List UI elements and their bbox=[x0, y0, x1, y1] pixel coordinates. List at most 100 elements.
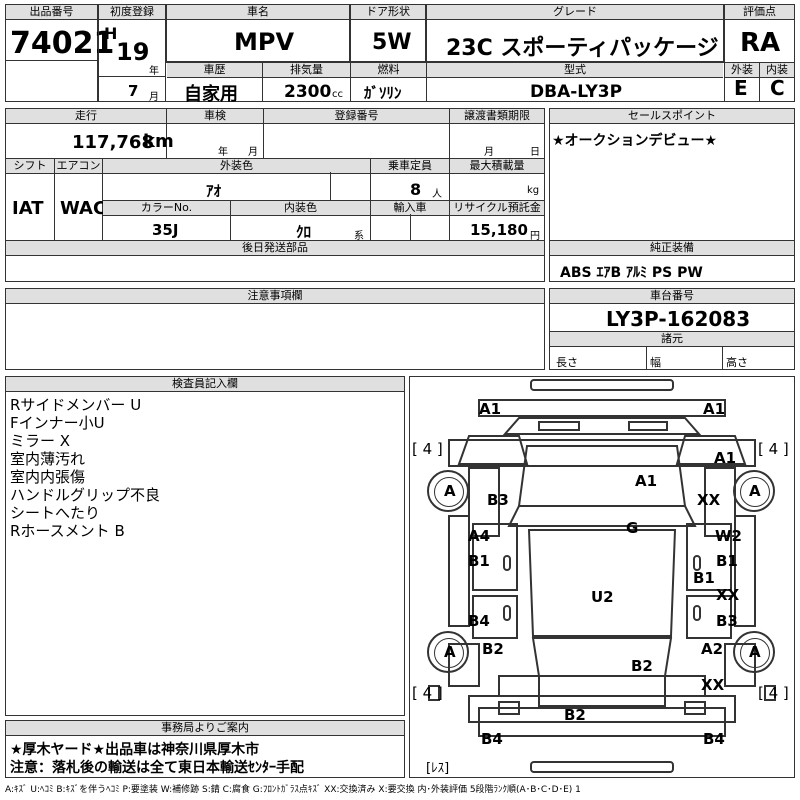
era: H bbox=[104, 24, 118, 43]
inspector-line-3: ミラー X bbox=[10, 432, 71, 450]
mark-b1-l: B1 bbox=[468, 552, 490, 570]
mark-a1-tr: A1 bbox=[703, 400, 726, 418]
inspector-line-2: Fインナー小U bbox=[10, 414, 105, 432]
height-label: 高さ bbox=[726, 356, 748, 369]
mark-a1-hood: A1 bbox=[635, 472, 658, 490]
intcolor-label: 内装色 bbox=[231, 201, 370, 216]
displacement: 2300 bbox=[284, 82, 332, 102]
first-reg-cell bbox=[98, 4, 166, 102]
wheel-fr bbox=[733, 470, 775, 512]
first-reg-label: 初度登録 bbox=[99, 5, 165, 20]
ac-label: エアコン bbox=[55, 159, 102, 174]
lot-label: 出品番号 bbox=[6, 5, 97, 20]
score: RA bbox=[740, 28, 781, 58]
int-grade: C bbox=[770, 76, 785, 100]
inspector-box bbox=[5, 376, 405, 716]
mark-b4-l: B4 bbox=[468, 612, 490, 630]
reg-month: 7 bbox=[128, 82, 139, 100]
caution-box bbox=[5, 288, 545, 370]
colorno-label: カラーNo. bbox=[103, 201, 230, 216]
history-label: 車歴 bbox=[167, 63, 262, 78]
mark-a1-r: A1 bbox=[714, 449, 737, 467]
shift: IAT bbox=[12, 198, 44, 219]
wheel-fl bbox=[427, 470, 469, 512]
inspection-month-unit: 月 bbox=[248, 147, 258, 158]
inspection-year-unit: 年 bbox=[218, 147, 228, 158]
mark-xx-r3: XX bbox=[701, 676, 725, 694]
shift-label: シフト bbox=[6, 159, 54, 174]
office-line-1: ★厚木ヤード★出品車は神奈川県厚木市 bbox=[10, 742, 260, 758]
mark-b2-m: B2 bbox=[631, 657, 653, 675]
wheel-fl-mark: A bbox=[444, 482, 456, 500]
fuel-label: 燃料 bbox=[351, 63, 426, 78]
inspection-label: 車検 bbox=[167, 109, 263, 124]
mark-a4: A4 bbox=[468, 527, 491, 545]
capacity-label: 乗車定員 bbox=[371, 159, 449, 174]
door-type: 5W bbox=[372, 30, 412, 55]
transfer-day-unit: 日 bbox=[530, 147, 540, 158]
capacity-unit: 人 bbox=[432, 189, 442, 200]
mark-b2-l: B2 bbox=[482, 640, 504, 658]
tire-fl: [ 4 ] bbox=[412, 440, 443, 458]
history: 自家用 bbox=[184, 84, 238, 105]
tire-rr: [ 4 ] bbox=[758, 684, 789, 702]
chassis-number: LY3P-162083 bbox=[606, 307, 751, 331]
inspector-line-7: シートへたり bbox=[10, 504, 101, 522]
mark-w2: W2 bbox=[715, 527, 742, 545]
ac: WAC bbox=[60, 198, 107, 219]
wheel-rl-mark: A bbox=[444, 643, 456, 661]
later-label: 後日発送部品 bbox=[6, 241, 544, 256]
mark-b4-br: B4 bbox=[703, 730, 725, 748]
mark-xx-r2: XX bbox=[716, 586, 740, 604]
ext-label: 外装 bbox=[725, 63, 759, 78]
door-cell bbox=[350, 4, 426, 62]
transfer-month-unit: 月 bbox=[484, 147, 494, 158]
mark-a2: A2 bbox=[701, 640, 724, 658]
tire-rl: [ 4 ] bbox=[412, 684, 443, 702]
sales-point: ★オークションデビュー★ bbox=[552, 133, 718, 149]
name-label: 車名 bbox=[167, 5, 349, 20]
mark-b2-bot: B2 bbox=[564, 706, 586, 724]
recycle-label: リサイクル預託金 bbox=[450, 201, 544, 216]
inspector-line-4: 室内薄汚れ bbox=[10, 450, 86, 468]
wheel-fr-mark: A bbox=[749, 482, 761, 500]
caution-label: 注意事項欄 bbox=[6, 289, 544, 304]
mark-g: G bbox=[626, 519, 639, 537]
model: DBA-LY3P bbox=[530, 82, 623, 102]
month-unit: 月 bbox=[149, 92, 159, 103]
sales-label: セールスポイント bbox=[550, 109, 794, 124]
colorno: 35J bbox=[152, 221, 179, 239]
intcolor-unit: 系 bbox=[354, 231, 364, 242]
dims-label: 諸元 bbox=[550, 332, 794, 347]
displacement-unit: cc bbox=[332, 89, 343, 100]
inspector-line-1: Rサイドメンバー U bbox=[10, 396, 142, 414]
ext-grade: E bbox=[734, 76, 748, 100]
mileage: 117,768 bbox=[72, 132, 154, 153]
office-label: 事務局よりご案内 bbox=[6, 721, 404, 736]
chassis-label: 車台番号 bbox=[550, 289, 794, 304]
office-box bbox=[5, 720, 405, 778]
inspector-line-5: 室内内張傷 bbox=[10, 468, 86, 486]
car-outline bbox=[428, 379, 776, 773]
length-label: 長さ bbox=[556, 356, 578, 369]
chassis-box bbox=[549, 288, 795, 370]
mark-b1-r2: B1 bbox=[693, 569, 715, 587]
lot-cell bbox=[5, 4, 98, 102]
width-label: 幅 bbox=[650, 356, 661, 369]
equipment: ABS ｴｱB ｱﾙﾐ PS PW bbox=[560, 265, 703, 281]
wheel-rr bbox=[733, 631, 775, 673]
regno-label: 登録番号 bbox=[264, 109, 449, 124]
grade-cell bbox=[426, 4, 724, 62]
mark-a1-tl: A1 bbox=[479, 400, 502, 418]
mark-u2: U2 bbox=[591, 588, 614, 606]
grade-label: グレード bbox=[427, 5, 723, 20]
equip-label: 純正装備 bbox=[550, 241, 794, 256]
mileage-unit: km bbox=[143, 131, 174, 152]
legend: A:ｷｽﾞ U:ﾍｺﾐ B:ｷｽﾞを伴うﾍｺﾐ P:要塗装 W:補修跡 S:錆 … bbox=[5, 785, 581, 795]
color: ｱｵ bbox=[206, 182, 222, 200]
name-cell bbox=[166, 4, 350, 62]
grade: 23C スポーティパッケージ bbox=[446, 36, 719, 61]
reg-year: 19 bbox=[116, 38, 150, 66]
mileage-label: 走行 bbox=[6, 109, 166, 124]
capacity: 8 bbox=[410, 180, 422, 199]
